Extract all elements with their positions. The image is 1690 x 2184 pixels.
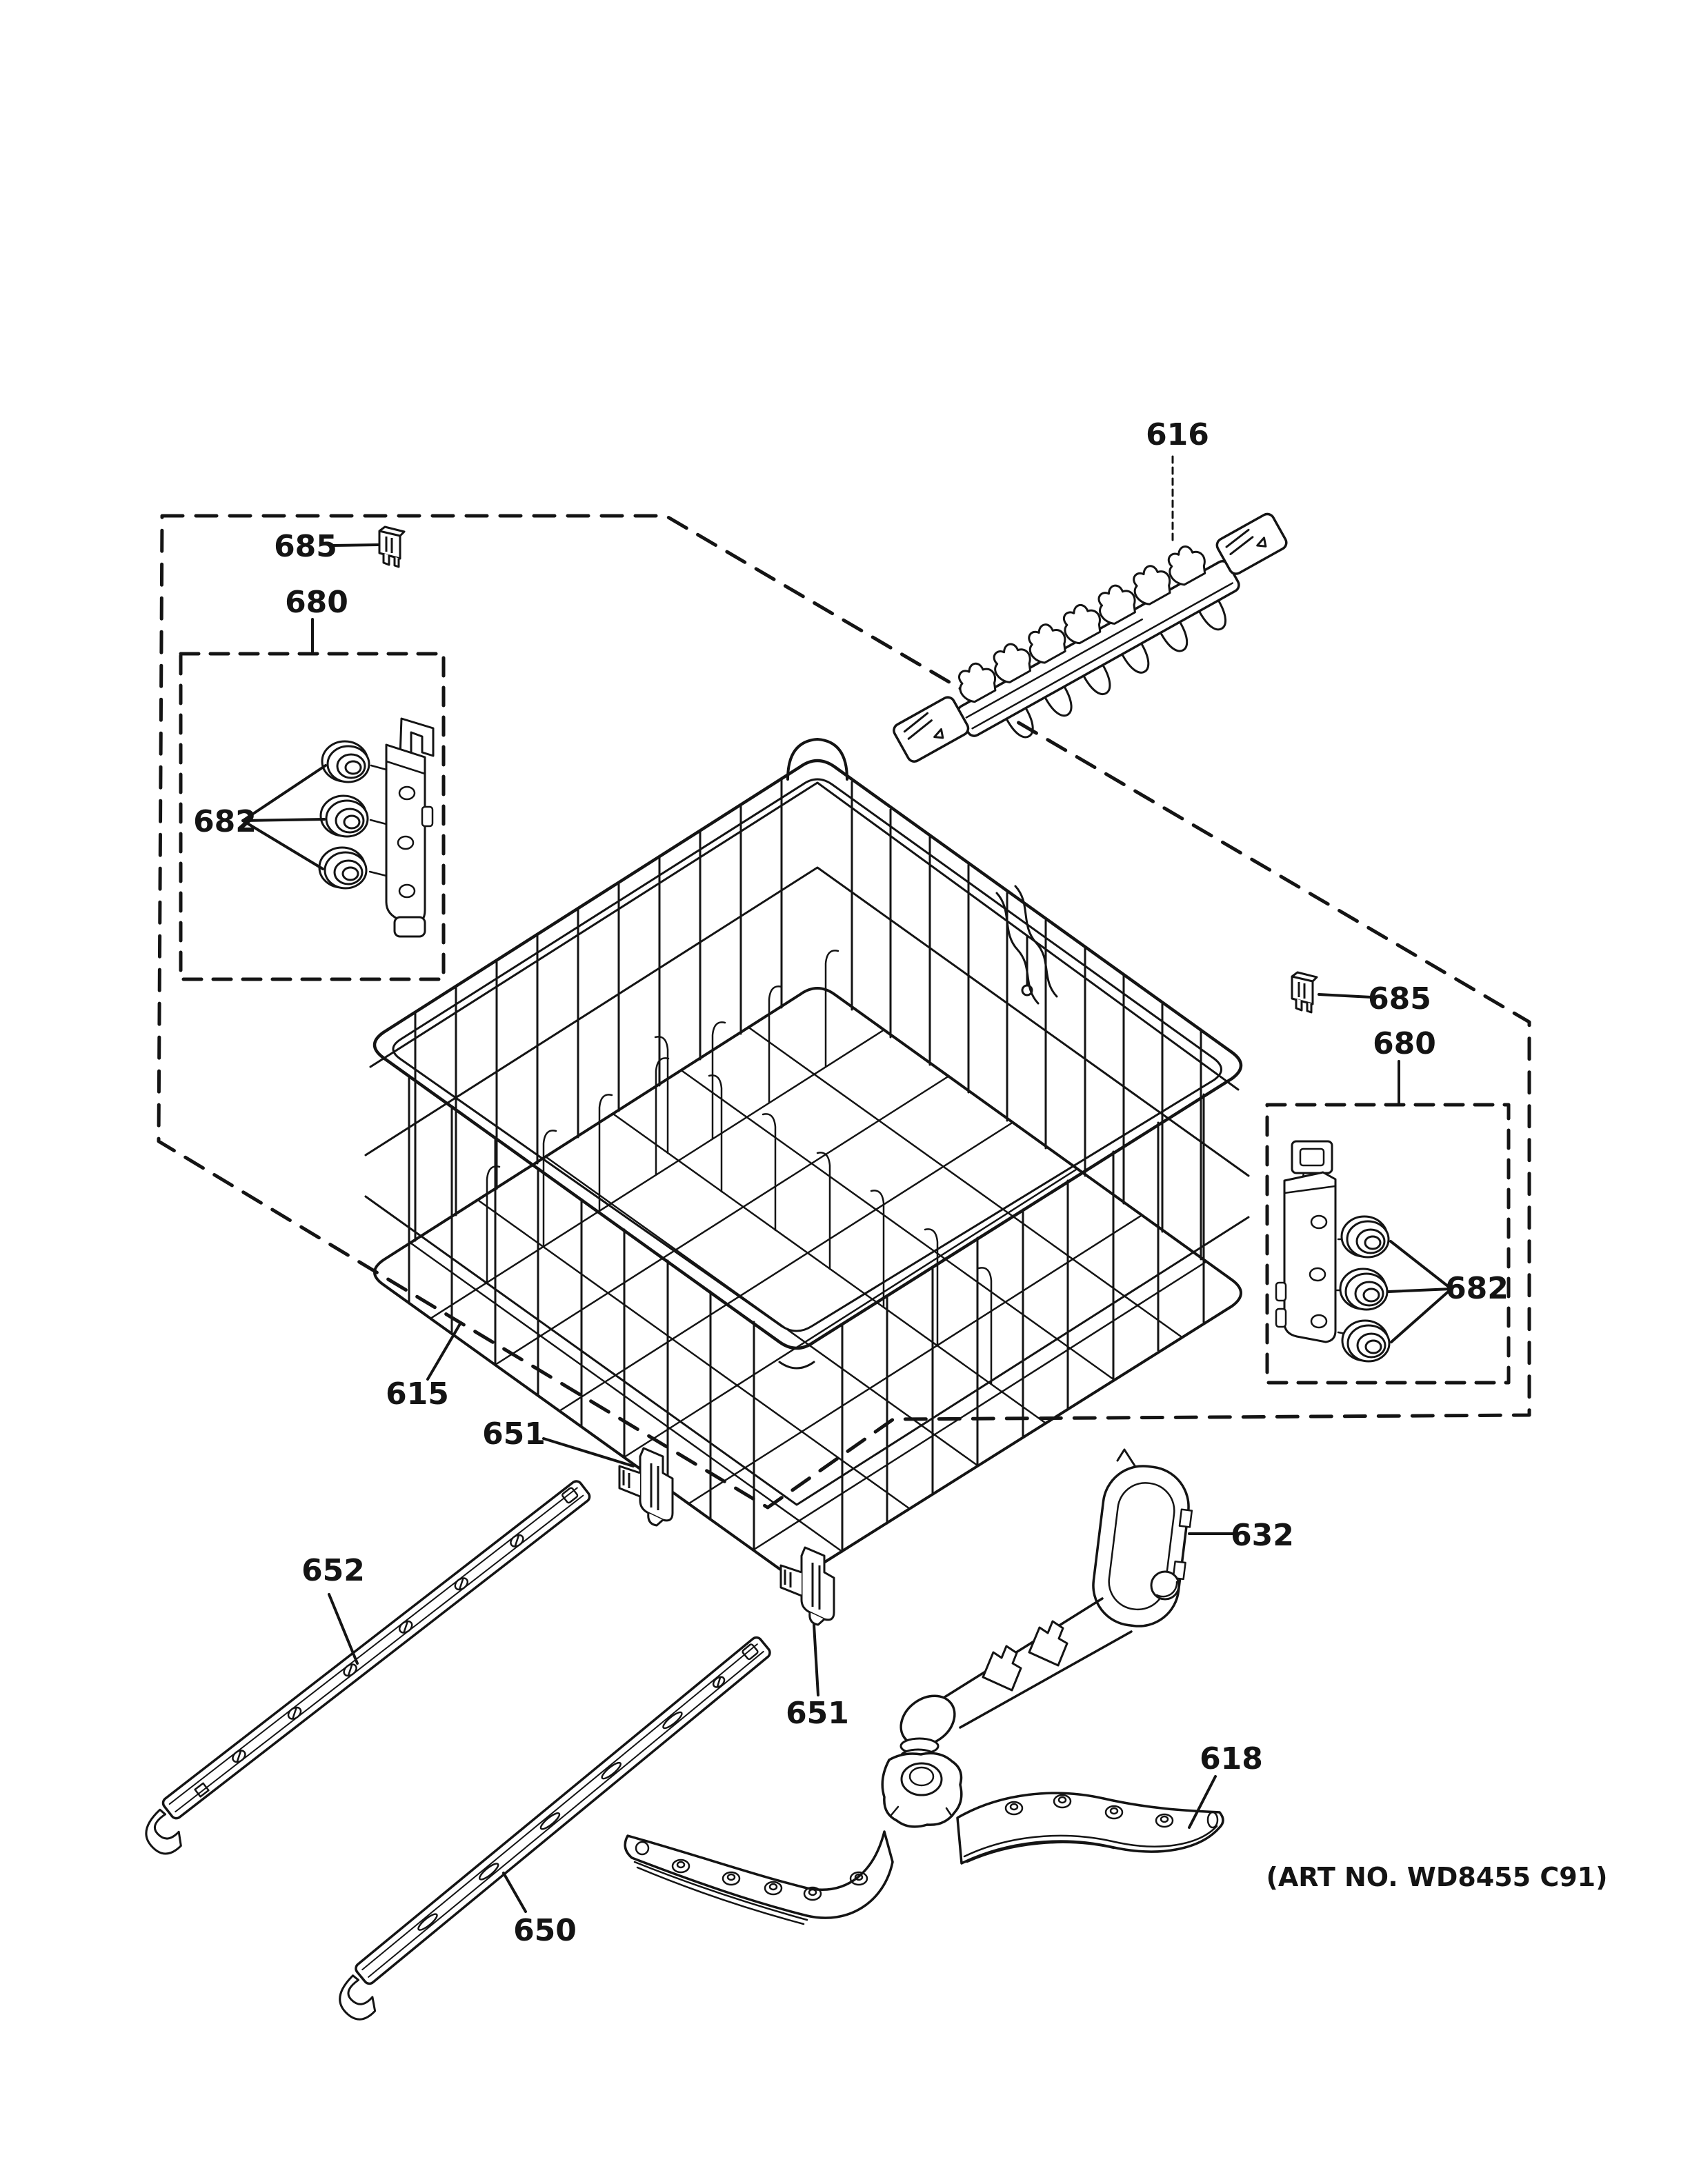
part-650-slide-rail [339,1636,771,2021]
part-label-651-upper: 651 [482,1416,546,1452]
part-label-651-lower: 651 [786,1696,849,1731]
assembly-682-left [318,717,435,938]
part-label-616: 616 [1146,417,1209,452]
part-652-slide-rail [145,1480,591,1855]
part-label-682-right: 682 [1445,1271,1509,1306]
outer-dashed-boundary [157,514,1531,1510]
part-685-stop-clip-left [378,525,406,568]
leader-lines [241,455,1453,1913]
part-label-615: 615 [386,1376,449,1412]
part-label-685-left: 685 [274,529,337,564]
part-615-upper-rack-basket [364,738,1250,1576]
part-685-stop-clip-right [1291,971,1318,1014]
part-label-618: 618 [1200,1741,1263,1776]
dashed-boundary-region [157,514,1531,1510]
part-632-water-conduit [899,1448,1193,1773]
part-label-680-left: 680 [285,585,348,620]
part-651-rail-latch-lower [779,1546,835,1626]
art-number-note: (ART NO. WD8455 C91) [1266,1862,1607,1892]
part-label-650: 650 [513,1913,577,1948]
part-labels: 616 685 680 682 615 651 652 651 650 632 … [193,417,1607,1948]
part-label-682-left: 682 [193,804,257,839]
assembly-682-right [1275,1140,1391,1363]
part-label-652: 652 [301,1553,365,1588]
dashed-box-680-right [1265,1103,1511,1385]
part-618-spray-arm [624,1752,1224,1925]
part-label-685-right: 685 [1368,981,1431,1016]
part-label-680-right: 680 [1373,1026,1436,1061]
part-label-632: 632 [1231,1518,1294,1553]
part-616-tine-holder [893,512,1288,763]
